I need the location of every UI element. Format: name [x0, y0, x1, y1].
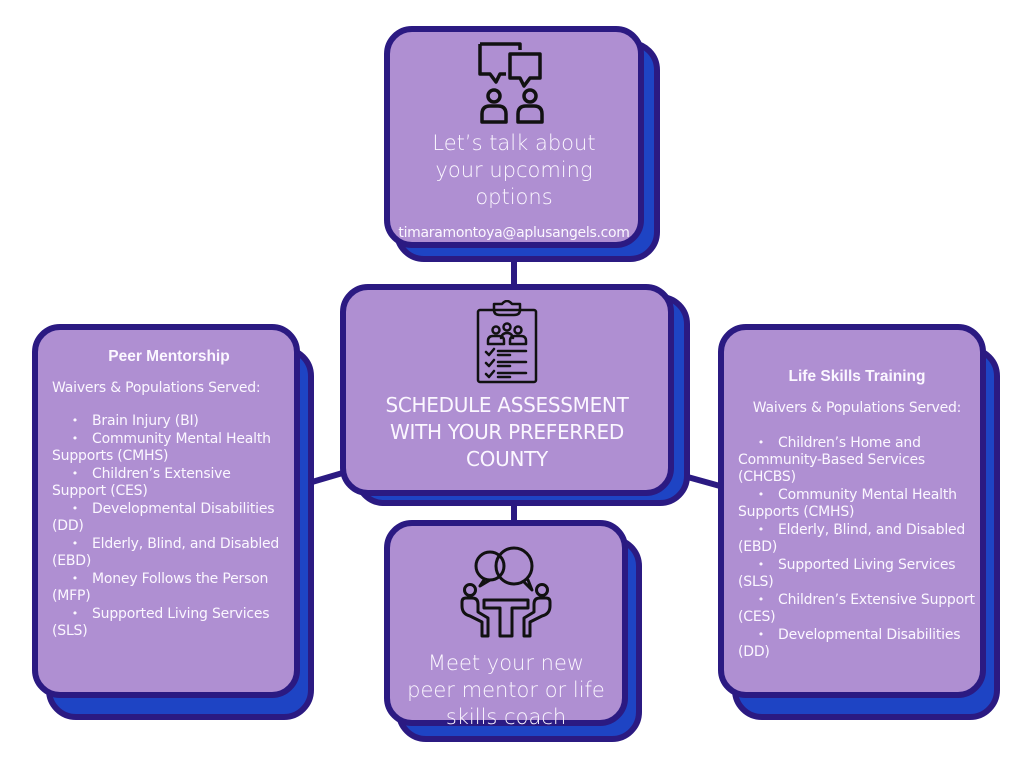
list-item-text: Developmental Disabilities (DD): [738, 627, 961, 660]
bullet-icon: •: [71, 432, 78, 445]
contact-email[interactable]: timaramontoya@aplusangels.com: [398, 225, 630, 241]
bottom-card-heading: Meet your new peer mentor or life skills…: [407, 651, 605, 729]
right-card-subtitle: Waivers & Populations Served:: [752, 400, 962, 416]
bullet-icon: •: [71, 572, 78, 585]
life-skills-card: Life Skills Training Waivers & Populatio…: [718, 324, 1000, 720]
list-item: •Elderly, Blind, and Disabled (EBD): [52, 535, 286, 570]
center-card-face: SCHEDULE ASSESSMENT WITH YOUR PREFERRED …: [340, 284, 674, 496]
connector-center-right: [683, 473, 721, 489]
top-card-heading: Let’s talk about your upcoming options: [432, 131, 596, 209]
list-item-text: Community Mental Health Supports (CMHS): [52, 431, 271, 464]
list-item: • Brain Injury (BI): [52, 412, 286, 430]
list-item: •Children’s Extensive Support (CES): [52, 465, 286, 500]
bullet-icon: •: [71, 467, 78, 480]
list-item: •Community Mental Health Supports (CMHS): [738, 486, 976, 521]
list-item: •Children’s Extensive Support (CES): [738, 591, 976, 626]
bullet-icon: •: [71, 607, 78, 620]
center-card: SCHEDULE ASSESSMENT WITH YOUR PREFERRED …: [340, 284, 690, 506]
top-card: Let’s talk about your upcoming options t…: [384, 26, 660, 262]
bullet-icon: •: [757, 593, 764, 606]
list-item: •Supported Living Services (SLS): [52, 605, 286, 640]
list-item: •Supported Living Services (SLS): [738, 556, 976, 591]
bullet-icon: •: [71, 502, 78, 515]
list-item-text: Supported Living Services (SLS): [52, 606, 270, 639]
bullet-icon: •: [71, 537, 78, 550]
list-item-text: Elderly, Blind, and Disabled (EBD): [738, 522, 966, 555]
bullet-icon: •: [757, 523, 764, 536]
list-item-text: Developmental Disabilities (DD): [52, 501, 275, 534]
list-item-text: Elderly, Blind, and Disabled (EBD): [52, 536, 280, 569]
list-item-text: Children’s Extensive Support (CES): [52, 466, 231, 499]
clipboard-checklist-icon: [346, 300, 668, 384]
bullet-icon: •: [71, 414, 78, 427]
list-item: •Money Follows the Person (MFP): [52, 570, 286, 605]
list-item: •Developmental Disabilities (DD): [52, 500, 286, 535]
meeting-table-icon: [390, 546, 622, 640]
list-item-text: Money Follows the Person (MFP): [52, 571, 269, 604]
right-card-list: •Children’s Home and Community-Based Ser…: [738, 434, 976, 661]
right-card-face: Life Skills Training Waivers & Populatio…: [718, 324, 986, 698]
list-item: •Elderly, Blind, and Disabled (EBD): [738, 521, 976, 556]
list-item-text: Supported Living Services (SLS): [738, 557, 956, 590]
bullet-icon: •: [757, 558, 764, 571]
life-skills-title: Life Skills Training: [788, 368, 926, 385]
peer-mentorship-card: Peer Mentorship Waivers & Populations Se…: [32, 324, 314, 720]
top-card-face: Let’s talk about your upcoming options t…: [384, 26, 644, 248]
list-item-text: Brain Injury (BI): [92, 413, 199, 429]
list-item-text: Community Mental Health Supports (CMHS): [738, 487, 957, 520]
list-item-text: Children’s Home and Community-Based Serv…: [738, 435, 925, 485]
bullet-icon: •: [757, 436, 764, 449]
left-card-face: Peer Mentorship Waivers & Populations Se…: [32, 324, 300, 698]
conversation-people-icon: [390, 40, 638, 124]
bullet-icon: •: [757, 488, 764, 501]
list-item: •Developmental Disabilities (DD): [738, 626, 976, 661]
list-item: •Children’s Home and Community-Based Ser…: [738, 434, 976, 486]
bottom-card-face: Meet your new peer mentor or life skills…: [384, 520, 628, 729]
list-item: •Community Mental Health Supports (CMHS): [52, 430, 286, 465]
center-card-heading: SCHEDULE ASSESSMENT WITH YOUR PREFERRED …: [385, 393, 629, 471]
bullet-icon: •: [757, 628, 764, 641]
left-card-subtitle: Waivers & Populations Served:: [52, 380, 261, 396]
peer-mentorship-title: Peer Mentorship: [108, 348, 230, 365]
bottom-card: Meet your new peer mentor or life skills…: [384, 520, 642, 742]
list-item-text: Children’s Extensive Support (CES): [738, 592, 975, 625]
left-card-list: •Brain Injury (BI)•Community Mental Heal…: [52, 412, 286, 640]
